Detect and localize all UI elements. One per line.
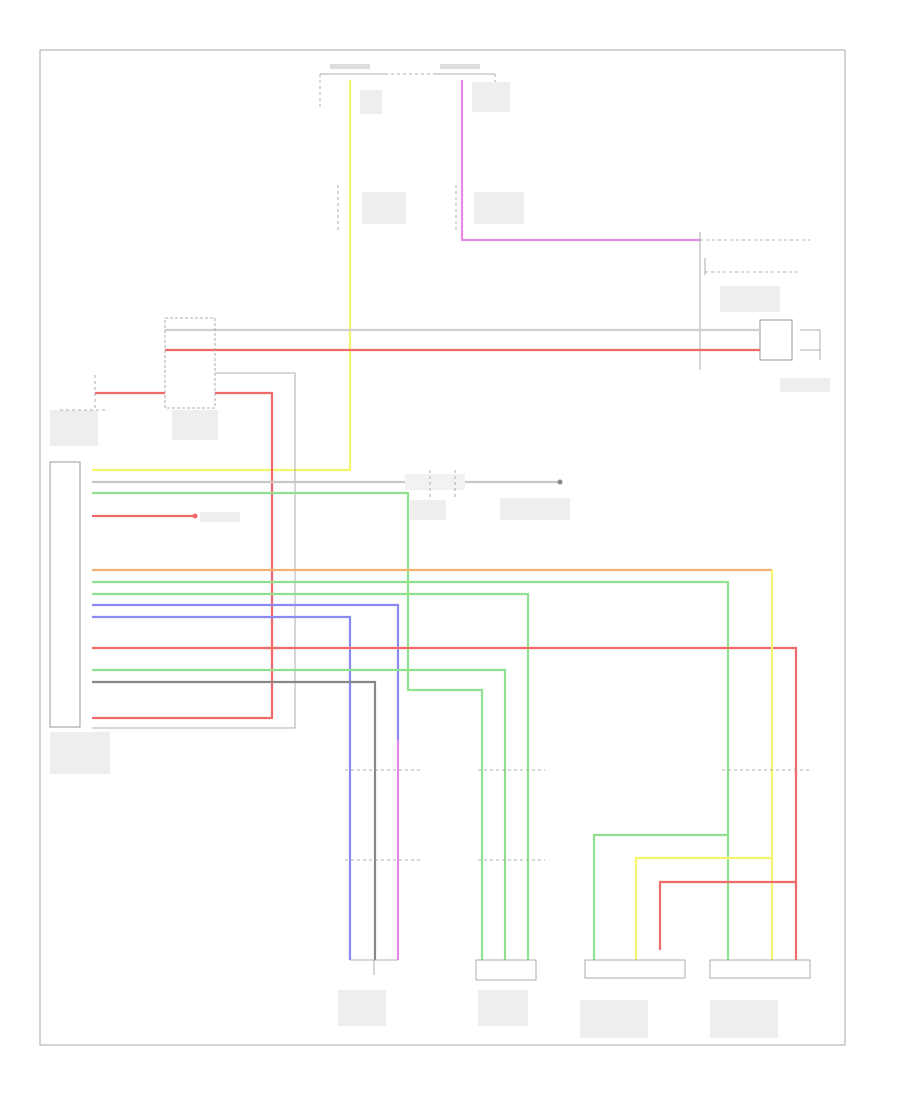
power-feeds — [319, 64, 524, 230]
wire-green-module-2 — [92, 491, 470, 692]
switch-label — [720, 286, 780, 312]
wire-green-module-6 — [92, 668, 507, 740]
module-box — [49, 461, 81, 728]
switch-ground-label — [780, 378, 830, 392]
relay-label — [172, 410, 218, 440]
rear-sensor-label — [478, 990, 528, 1026]
wire-yellow-feed — [92, 80, 352, 472]
switch-component — [699, 232, 830, 392]
module-label — [50, 732, 110, 774]
wire-violet-feed — [460, 80, 700, 242]
control-module — [49, 461, 110, 774]
front-sensor-group — [338, 740, 420, 1026]
diagram-border — [39, 49, 846, 1046]
fuse-text-right — [472, 82, 510, 112]
wire-blue-module-1 — [92, 603, 400, 740]
left-headlamp-box — [584, 959, 686, 979]
rear-sensor-group — [475, 740, 545, 1026]
front-sensor-label — [338, 990, 386, 1026]
junction-label-left — [362, 192, 406, 224]
rear-sensor-box — [475, 959, 537, 981]
wire-blue-module-2 — [92, 615, 352, 740]
right-headlamp-label — [710, 1000, 778, 1038]
fuse-label-right — [440, 64, 480, 69]
wire-red-module-long — [92, 646, 798, 740]
fuse-text-left — [360, 90, 382, 114]
wire-black-module — [92, 680, 377, 740]
relay-box — [164, 317, 216, 409]
wire-green-module-4 — [92, 580, 730, 740]
left-headlamp-label — [580, 1000, 648, 1038]
wire-green-module-7 — [470, 688, 484, 740]
wire-gray-relay-out — [92, 372, 296, 729]
right-headlamp-box — [709, 959, 811, 979]
switch-box — [759, 319, 793, 361]
module-mid-labels — [192, 470, 570, 522]
wire-red-branch — [658, 880, 796, 950]
left-headlamp-group — [580, 740, 811, 1038]
wire-green-branch — [592, 833, 728, 960]
wire-red-relay-out — [92, 391, 274, 720]
wire-yellow-branch — [634, 856, 772, 960]
ground-label-left — [50, 410, 98, 446]
relay-block — [50, 317, 218, 446]
fuse-label-left — [330, 64, 370, 69]
wire-green-module-5 — [92, 592, 530, 740]
junction-label-right — [474, 192, 524, 224]
